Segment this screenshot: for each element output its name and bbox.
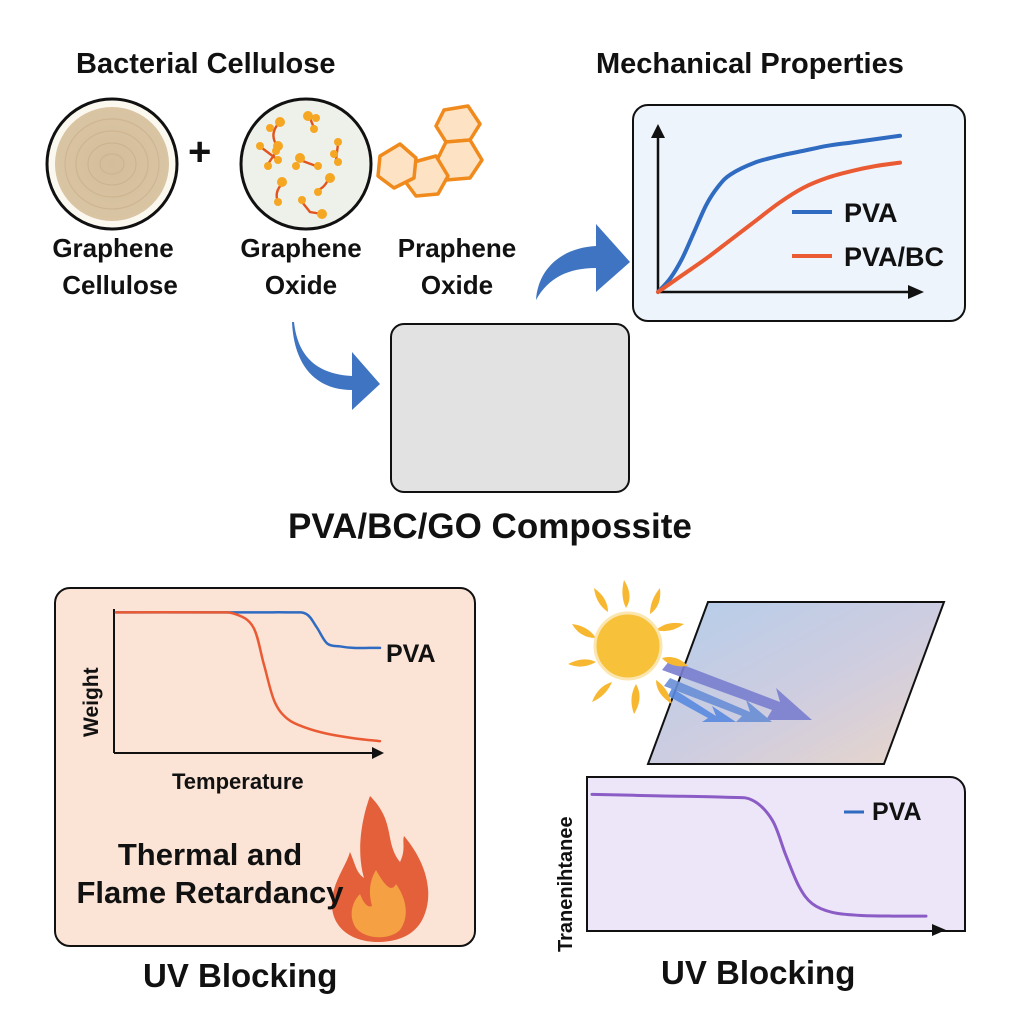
uv-blocking-caption: UV Blocking — [661, 954, 856, 991]
thermal-chart: PVA Weight Temperature — [80, 609, 436, 794]
thermal-text-line1: Thermal and — [117, 837, 303, 872]
series-line-pva — [656, 133, 902, 294]
legend-label-pva: PVA — [386, 640, 436, 668]
material-label-line1: Graphene — [240, 233, 362, 263]
uv-film-illustration — [568, 580, 946, 765]
material-label-line2: Cellulose — [62, 270, 178, 300]
thermal-flame-text: Thermal and Flame Retardancy — [60, 836, 360, 912]
material-label-graphene-oxide: Graphene Oxide — [226, 230, 376, 304]
flame-icon — [331, 796, 429, 942]
y-axis-label: Weight — [80, 667, 103, 737]
mechanical-properties-title: Mechanical Properties — [596, 48, 904, 80]
legend-label-pva: PVA — [844, 198, 898, 228]
mechanical-properties-chart: PVA PVA/BC — [651, 124, 944, 299]
material-label-line1: Praphene — [397, 233, 517, 263]
sun-icon — [568, 580, 688, 714]
x-axis-arrowhead — [372, 747, 384, 759]
y-axis-label: Tranenihtanee — [555, 816, 577, 952]
thermal-panel-caption: UV Blocking — [143, 957, 338, 994]
uv-ray-arrows-icon — [662, 660, 812, 722]
graphene-hexagon-lattice-icon — [376, 104, 484, 198]
material-label-praphene-oxide: Praphene Oxide — [382, 230, 532, 304]
x-axis-arrowhead — [908, 285, 924, 299]
series-line-pva-bc — [656, 160, 902, 294]
plus-sign: + — [188, 130, 212, 174]
series-line-series-1 — [114, 611, 382, 743]
composite-label: PVA/BC/GO Compossite — [288, 507, 692, 546]
series-line-pva — [114, 611, 382, 650]
material-label-graphene-cellulose: Graphene Cellulose — [38, 230, 188, 304]
material-label-line2: Oxide — [264, 270, 338, 300]
material-label-line1: Graphene — [52, 233, 174, 263]
legend-label-pva: PVA — [872, 798, 922, 826]
composite-film-sample — [390, 323, 630, 493]
uv-film-sheet — [646, 601, 946, 765]
y-axis-arrowhead — [651, 124, 665, 138]
uv-y-axis-label-wrap: Tranenihtanee — [555, 816, 577, 952]
bacterial-cellulose-title: Bacterial Cellulose — [76, 48, 336, 80]
series-line-pva — [590, 792, 928, 918]
bacterial-cellulose-disk-icon — [45, 97, 179, 231]
uv-blocking-chart: PVA — [590, 792, 946, 936]
x-axis-arrowhead — [932, 924, 946, 936]
material-label-line2: Oxide — [420, 270, 494, 300]
flow-arrow-to-mechanical-icon — [536, 224, 630, 300]
x-axis-label: Temperature — [172, 769, 304, 794]
graphene-oxide-dish-icon — [239, 97, 373, 231]
flow-arrow-to-composite-icon — [292, 322, 380, 410]
uv-blocking-chart-panel — [586, 776, 966, 932]
legend-label-pva-bc: PVA/BC — [844, 242, 944, 272]
thermal-text-line2: Flame Retardancy — [76, 875, 344, 910]
